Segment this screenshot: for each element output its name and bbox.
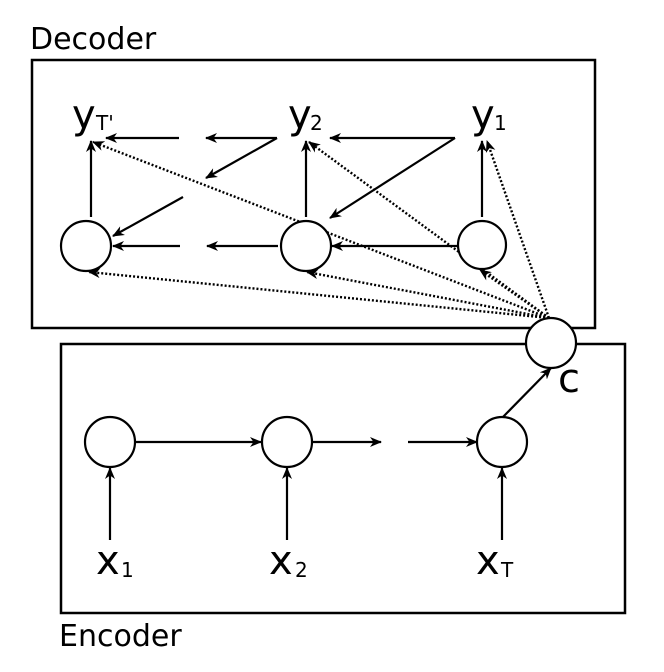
input-label-xT: x T [476, 538, 514, 584]
decoder-box [30, 58, 597, 330]
decoder-state-1 [456, 219, 508, 271]
decoder-title: Decoder [30, 22, 157, 57]
input-label-sub: 2 [295, 558, 308, 582]
output-label-y2: y 2 [288, 92, 323, 138]
arrow-y1-to-state2 [329, 137, 456, 219]
input-label-base: x [269, 538, 293, 584]
output-label-base: y [288, 92, 312, 138]
context-to-y1 [485, 140, 551, 319]
input-label-x2: x 2 [269, 538, 308, 584]
encoder-state-T [475, 415, 529, 469]
arrow-y2-diagonal [205, 137, 278, 179]
output-label-sub: T' [95, 111, 114, 135]
context-to-stateT [88, 268, 550, 320]
input-label-base: x [476, 538, 500, 584]
arrow-to-stateT-diagonal [112, 196, 184, 237]
output-label-yT: y T' [72, 92, 114, 138]
decoder-state-2 [279, 219, 333, 273]
output-label-base: y [471, 92, 495, 138]
input-label-x1: x 1 [96, 538, 134, 584]
context-to-y2 [308, 141, 550, 319]
output-label-sub: 2 [310, 111, 323, 135]
output-label-base: y [72, 92, 96, 138]
output-label-y1: y 1 [471, 92, 507, 138]
input-label-sub: 1 [121, 558, 134, 582]
input-label-sub: T [500, 558, 514, 582]
decoder-state-T [59, 219, 113, 273]
context-to-state1 [479, 269, 550, 319]
encoder-state-1 [83, 415, 137, 469]
encoder-title: Encoder [59, 619, 182, 654]
input-label-base: x [96, 538, 120, 584]
encoder-state-2 [260, 415, 314, 469]
context-node [524, 316, 578, 370]
context-label: c [558, 356, 580, 402]
context-to-state2 [306, 269, 550, 320]
output-label-sub: 1 [494, 111, 507, 135]
arrow-encT-to-context [501, 367, 552, 419]
encoder-box [59, 342, 627, 615]
